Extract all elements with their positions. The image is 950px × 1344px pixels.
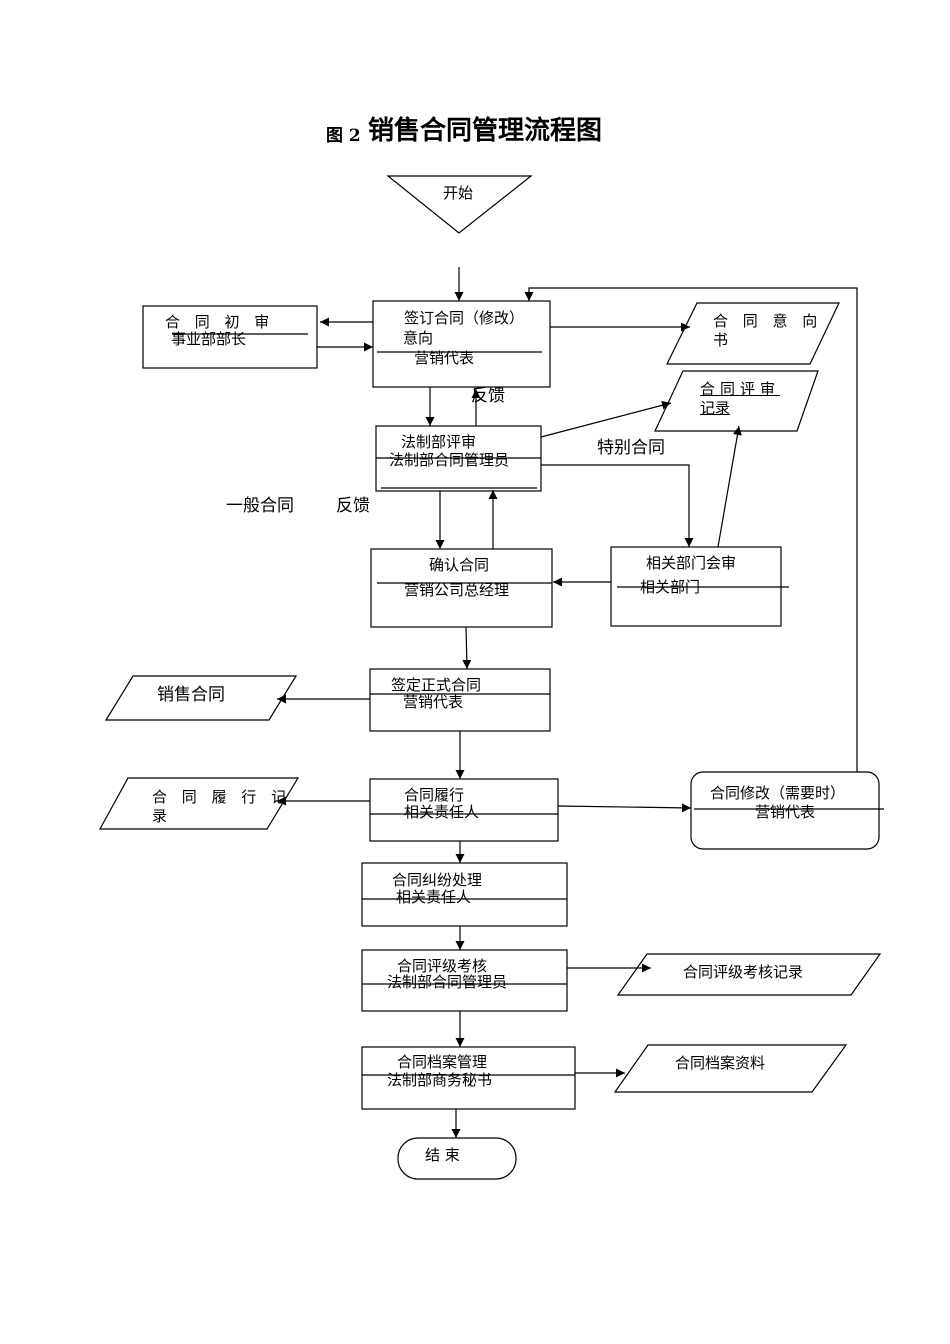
start-label: 开始 xyxy=(443,184,474,202)
archive-owner: 法制部商务秘书 xyxy=(387,1071,493,1089)
end-label: 结 束 xyxy=(425,1146,460,1164)
sign-intent-title: 签订合同（修改） xyxy=(404,309,525,327)
edge-legal-to-review-record xyxy=(540,400,672,438)
archive-docs-label: 合同档案资料 xyxy=(675,1054,766,1072)
dispute-box xyxy=(361,862,568,927)
sign-intent-box xyxy=(372,300,551,388)
modify-title: 合同修改（需要时） xyxy=(710,784,846,802)
sales-contract-label: 销售合同 xyxy=(157,685,225,705)
dispute-title: 合同纠纷处理 xyxy=(392,871,483,889)
dispute-owner: 相关责任人 xyxy=(396,888,472,906)
edge-legal-to-dept xyxy=(541,464,694,547)
intent-letter-doc xyxy=(666,302,840,365)
sign-formal-owner: 营销代表 xyxy=(403,693,464,711)
grading-box xyxy=(361,949,568,1012)
edge-dept-to-review-record xyxy=(717,425,742,548)
start-triangle xyxy=(386,175,533,234)
perform-record-doc xyxy=(98,777,300,830)
prelim-review-title: 合 同 初 审 xyxy=(165,313,275,331)
review-record-line1: 合同评审 xyxy=(700,380,781,398)
legal-review-title: 法制部评审 xyxy=(401,433,477,451)
review-record-doc xyxy=(654,370,819,432)
figure-number: 图 2 xyxy=(326,126,361,146)
perform-title: 合同履行 xyxy=(404,786,465,804)
sales-contract-doc xyxy=(104,675,298,721)
feedback-upper-label: 反馈 xyxy=(471,386,505,406)
special-contract-label: 特别合同 xyxy=(597,438,665,458)
perform-owner: 相关责任人 xyxy=(404,803,480,821)
perform-box xyxy=(369,778,559,842)
archive-title: 合同档案管理 xyxy=(397,1053,488,1071)
modify-box xyxy=(690,771,880,850)
confirm-owner: 营销公司总经理 xyxy=(404,581,510,599)
legal-review-owner: 法制部合同管理员 xyxy=(389,451,510,469)
edge-modify-loop-back xyxy=(524,287,858,772)
feedback-lower-label: 反馈 xyxy=(336,496,370,516)
sign-formal-title: 签定正式合同 xyxy=(391,676,482,694)
prelim-review-box xyxy=(142,305,318,369)
dept-review-title: 相关部门会审 xyxy=(646,554,737,572)
grading-owner: 法制部合同管理员 xyxy=(387,973,508,991)
archive-docs-doc xyxy=(613,1044,848,1093)
intent-letter-line1: 合 同 意 向 xyxy=(713,312,823,330)
modify-owner: 营销代表 xyxy=(755,803,816,821)
archive-box xyxy=(361,1046,576,1110)
edge-confirm-to-formal xyxy=(462,626,472,670)
sign-intent-owner: 营销代表 xyxy=(414,349,475,367)
grading-title: 合同评级考核 xyxy=(397,957,488,975)
edge-perform-to-modify xyxy=(557,803,692,813)
perform-record-line2: 录 xyxy=(152,807,168,825)
grading-record-label: 合同评级考核记录 xyxy=(683,963,804,981)
prelim-review-owner: 事业部部长 xyxy=(171,330,247,348)
review-record-line2: 记录 xyxy=(700,399,731,417)
intent-letter-line2: 书 xyxy=(713,331,729,349)
page-title: 销售合同管理流程图 xyxy=(368,116,603,146)
confirm-box xyxy=(370,548,553,628)
end-terminal xyxy=(397,1137,517,1180)
general-contract-label: 一般合同 xyxy=(226,496,294,516)
grading-record-doc xyxy=(616,953,882,996)
confirm-title: 确认合同 xyxy=(429,556,490,574)
sign-intent-subtitle: 意向 xyxy=(403,329,434,347)
perform-record-line1: 合 同 履 行 记 xyxy=(152,788,292,806)
dept-review-owner: 相关部门 xyxy=(640,578,701,596)
